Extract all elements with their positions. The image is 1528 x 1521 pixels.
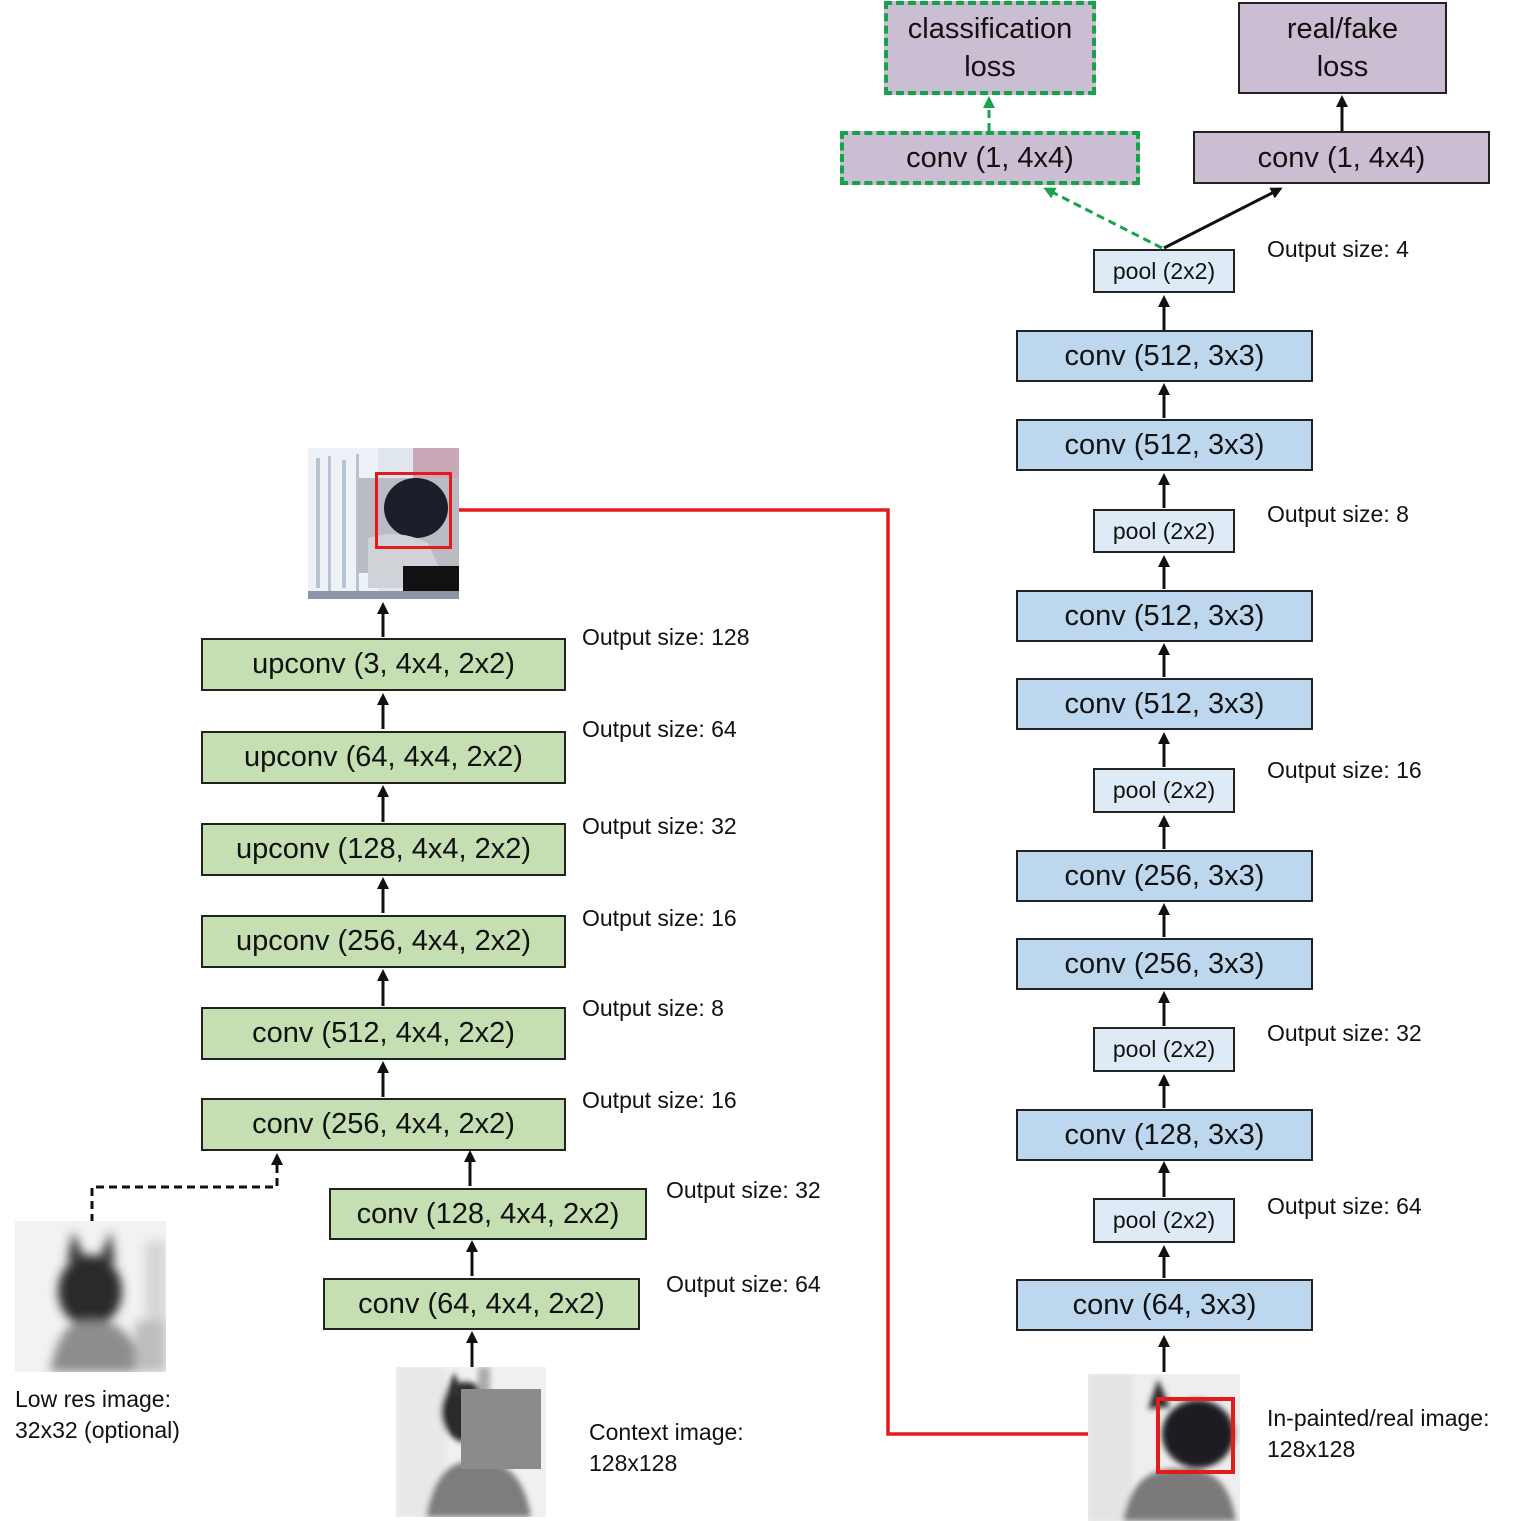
generator-layer-upconv-64: upconv (64, 4x4, 2x2) [201, 731, 566, 784]
disc-conv-64: conv (64, 3x3) [1016, 1279, 1313, 1331]
output-size-label: Output size: 32 [666, 1177, 821, 1203]
classification-loss: classification loss [884, 1, 1096, 95]
context-image [396, 1367, 546, 1517]
generator-layer-conv-128: conv (128, 4x4, 2x2) [329, 1188, 647, 1240]
disc-conv-256-a: conv (256, 3x3) [1016, 850, 1313, 902]
disc-pool-2: pool (2x2) [1093, 509, 1235, 553]
realfake-loss: real/fake loss [1238, 2, 1447, 94]
generator-layer-conv-512: conv (512, 4x4, 2x2) [201, 1007, 566, 1060]
output-size-label: Output size: 4 [1267, 236, 1409, 262]
output-size-label: Output size: 64 [582, 716, 737, 742]
generator-layer-upconv-128: upconv (128, 4x4, 2x2) [201, 823, 566, 876]
realfake-conv: conv (1, 4x4) [1193, 131, 1490, 184]
arrow [1163, 187, 1283, 250]
classification-arrow [1043, 187, 1163, 250]
output-size-label: Output size: 32 [1267, 1020, 1422, 1046]
generator-layer-upconv-256: upconv (256, 4x4, 2x2) [201, 915, 566, 968]
disc-conv-512-b: conv (512, 3x3) [1016, 419, 1313, 471]
output-size-label: Output size: 64 [666, 1271, 821, 1297]
output-size-label: Output size: 128 [582, 624, 750, 650]
output-size-label: Output size: 16 [582, 905, 737, 931]
inpainted-caption: In-painted/real image: 128x128 [1267, 1405, 1490, 1462]
generator-layer-upconv-3: upconv (3, 4x4, 2x2) [201, 638, 566, 691]
disc-conv-512-c: conv (512, 3x3) [1016, 590, 1313, 642]
generator-layer-conv-256: conv (256, 4x4, 2x2) [201, 1098, 566, 1151]
disc-conv-512-a: conv (512, 3x3) [1016, 330, 1313, 382]
output-size-label: Output size: 8 [582, 995, 724, 1021]
disc-conv-256-b: conv (256, 3x3) [1016, 938, 1313, 990]
output-size-label: Output size: 8 [1267, 501, 1409, 527]
context-caption: Context image: 128x128 [589, 1419, 744, 1476]
output-size-label: Output size: 16 [582, 1087, 737, 1113]
output-size-label: Output size: 32 [582, 813, 737, 839]
disc-pool-3: pool (2x2) [1093, 768, 1235, 813]
classification-conv: conv (1, 4x4) [840, 131, 1140, 185]
disc-pool-1: pool (2x2) [1093, 249, 1235, 293]
disc-pool-5: pool (2x2) [1093, 1198, 1235, 1243]
inpaint-patch-box [375, 472, 452, 549]
low-res-caption: Low res image: 32x32 (optional) [15, 1386, 180, 1443]
low-res-image [15, 1221, 166, 1372]
output-size-label: Output size: 16 [1267, 757, 1422, 783]
generator-layer-conv-64: conv (64, 4x4, 2x2) [323, 1278, 640, 1330]
patch-link-line [453, 508, 1159, 1441]
disc-conv-512-d: conv (512, 3x3) [1016, 678, 1313, 730]
output-size-label: Output size: 64 [1267, 1193, 1422, 1219]
low-res-dashed-arrow [90, 1153, 283, 1222]
inpaint-patch-box [1156, 1397, 1235, 1474]
disc-pool-4: pool (2x2) [1093, 1027, 1235, 1072]
disc-conv-128: conv (128, 3x3) [1016, 1109, 1313, 1161]
